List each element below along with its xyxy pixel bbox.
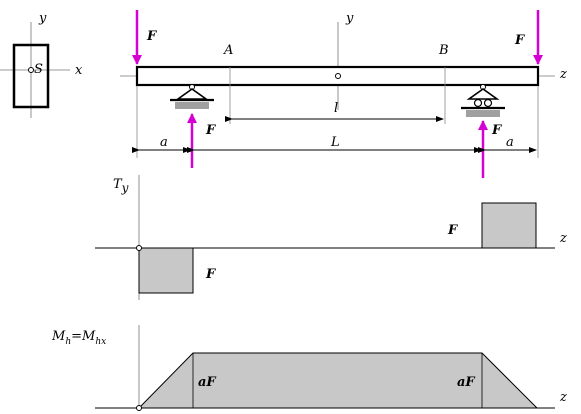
section-centroid-label: S [34, 62, 43, 77]
section-rectangle [12, 43, 50, 109]
moment-y-label-second: M [81, 329, 96, 344]
shear-negative-block [138, 247, 194, 294]
left-pin-support [170, 84, 214, 109]
moment-y-label-main-sub: h [65, 337, 71, 347]
moment-diagram: Mh=Mhx z aF aF [51, 325, 567, 411]
cross-section: y x S [0, 11, 83, 118]
shear-value-positive: F [447, 223, 458, 238]
beam-z-label: z [559, 67, 567, 82]
load-right-label: F [514, 33, 525, 48]
moment-y-label-main: M [51, 329, 66, 344]
moment-y-label-eq: = [71, 329, 82, 344]
dim-L-label: L [330, 135, 340, 150]
reaction-left-label: F [205, 123, 216, 138]
shear-y-label-sub: y [121, 181, 129, 195]
moment-value-left: aF [198, 375, 216, 390]
point-b-label: B [438, 43, 449, 58]
dim-a-right-label: a [506, 135, 514, 150]
right-support-triangle [466, 88, 500, 100]
beam-centroid [335, 73, 341, 79]
shear-diagram: Ty z F F [95, 175, 567, 300]
section-y-label: y [38, 11, 47, 26]
beam-y-label: y [345, 11, 354, 26]
load-left-label: F [146, 29, 157, 44]
right-support-ground [466, 110, 500, 117]
moment-y-label: Mh=Mhx [51, 329, 106, 347]
shear-origin [136, 245, 142, 251]
reaction-right-label: F [491, 123, 502, 138]
shear-positive-block [481, 202, 537, 249]
dim-l-label: l [334, 101, 338, 116]
left-support-triangle [175, 88, 209, 100]
shear-y-label: Ty [113, 177, 129, 195]
shear-y-label-main: T [113, 177, 123, 192]
right-roller-support [461, 84, 505, 117]
point-a-label: A [223, 43, 233, 58]
beam-group: y z A B F F F [120, 10, 567, 178]
moment-value-right: aF [457, 375, 475, 390]
section-x-label: x [75, 63, 83, 78]
left-support-ground [175, 102, 209, 109]
moment-origin [136, 405, 142, 411]
shear-value-negative: F [205, 267, 216, 282]
right-roller-1 [473, 98, 483, 108]
shear-z-label: z [559, 231, 567, 246]
dim-a-left-label: a [160, 135, 168, 150]
right-roller-2 [483, 98, 493, 108]
moment-y-label-second-sub: hx [95, 337, 106, 347]
section-centroid [28, 67, 34, 73]
moment-z-label: z [559, 390, 567, 405]
